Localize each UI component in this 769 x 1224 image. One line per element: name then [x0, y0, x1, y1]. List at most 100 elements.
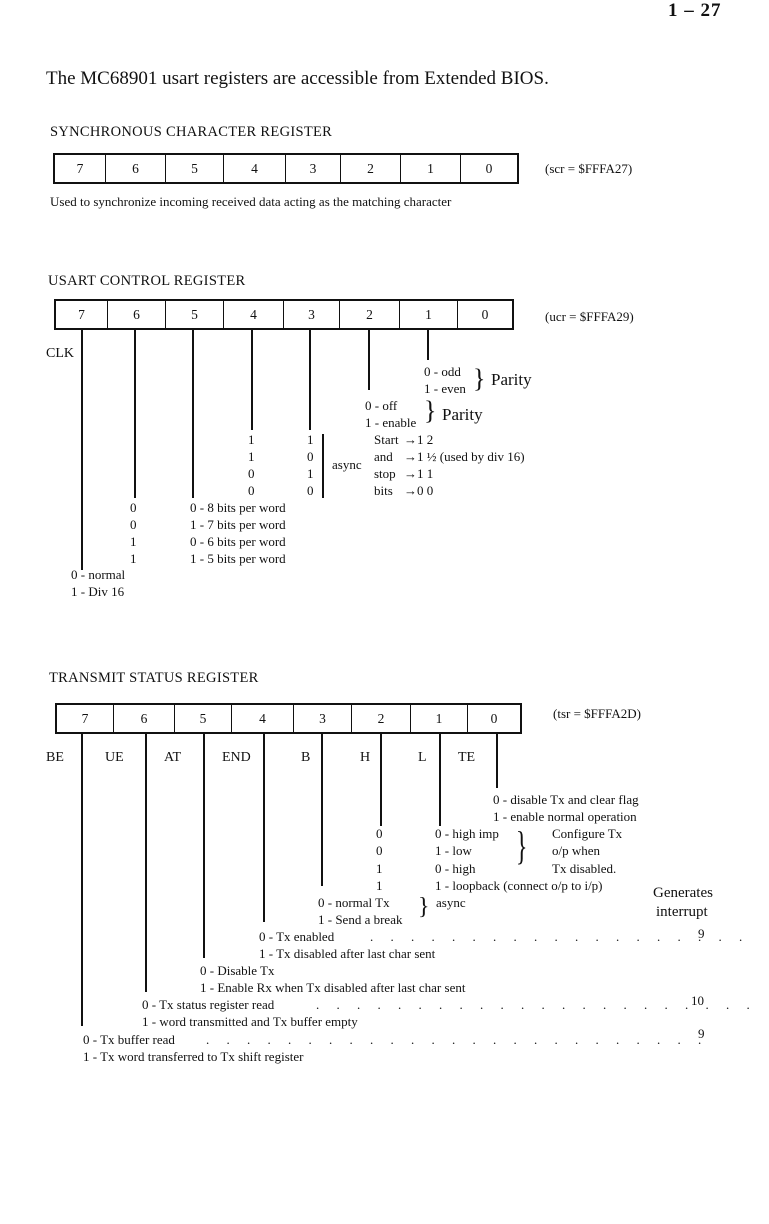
ucr-stop-word-0: Start	[374, 432, 399, 447]
tsr-end-dots: . . . . . . . . . . . . . . . . . . .	[370, 929, 750, 944]
ucr-address: (ucr = $FFFA29)	[545, 309, 634, 324]
tsr-h-2: 1	[376, 861, 383, 876]
ucr-enable-brace: }	[424, 396, 437, 425]
ucr-b3-0: 1	[307, 432, 314, 447]
tsr-bit-0: 0	[490, 710, 498, 726]
scr-bit-5: 5	[166, 155, 224, 182]
ucr-bit-6: 6	[108, 301, 166, 328]
tsr-generates: Generates	[653, 885, 713, 901]
tsr-int-ue: 10	[691, 993, 704, 1008]
tsr-address: (tsr = $FFFA2D)	[553, 706, 641, 721]
tsr-at-0: 0 - Disable Tx	[200, 963, 275, 978]
scr-note: Used to synchronize incoming received da…	[50, 194, 452, 209]
ucr-bit-0: 0	[481, 306, 489, 322]
ucr-leader-bit7	[81, 330, 83, 570]
tsr-label-h: H	[360, 750, 371, 765]
tsr-hl-row-0: 0 - high imp	[435, 826, 499, 841]
ucr-parity-odd: 0 - odd	[424, 364, 461, 379]
tsr-end-1: 1 - Tx disabled after last char sent	[259, 946, 436, 961]
tsr-h-0: 0	[376, 826, 383, 841]
ucr-stop-value-2: →1 1	[404, 466, 434, 481]
ucr-parity-label-2: Parity	[442, 405, 483, 424]
scr-bit-6: 6	[106, 155, 166, 182]
ucr-leader-bit4	[251, 330, 253, 430]
tsr-title: TRANSMIT STATUS REGISTER	[49, 670, 259, 686]
ucr-leader-bit6	[134, 330, 136, 498]
scr-bit-1: 1	[401, 155, 461, 182]
ucr-parity-label-1: Parity	[491, 370, 532, 389]
tsr-be-dots: . . . . . . . . . . . . . . . . . . . . …	[206, 1032, 709, 1047]
scr-bit-2: 2	[341, 155, 401, 182]
tsr-be-0: 0 - Tx buffer read	[83, 1032, 175, 1047]
tsr-at-1: 1 - Enable Rx when Tx disabled after las…	[200, 980, 466, 995]
ucr-bit-1: 1	[400, 301, 458, 328]
ucr-async-label: async	[332, 457, 362, 472]
tsr-configure-0: Configure Tx	[552, 826, 623, 841]
ucr-bit-7: 7	[56, 301, 108, 328]
tsr-label-b: B	[301, 750, 311, 765]
tsr-label-ue: UE	[105, 750, 124, 765]
ucr-stop-word-2: stop	[374, 466, 396, 481]
tsr-configure-brace: }	[515, 823, 528, 868]
tsr-bit-1: 1	[411, 705, 468, 732]
tsr-h-1: 0	[376, 843, 383, 858]
tsr-label-te: TE	[458, 750, 476, 765]
tsr-bit-5: 5	[175, 705, 232, 732]
tsr-ue-0: 0 - Tx status register read	[142, 997, 275, 1012]
ucr-stop-word-1: and	[374, 449, 393, 464]
ucr-b4-2: 0	[248, 466, 255, 481]
page-number: 1 – 27	[668, 0, 722, 21]
tsr-leader-bit4	[263, 734, 265, 922]
ucr-b3-2: 1	[307, 466, 314, 481]
ucr-clk-div16: 1 - Div 16	[71, 584, 125, 599]
ucr-leader-bit2	[368, 330, 370, 390]
tsr-bit-6: 6	[114, 705, 175, 732]
tsr-te-1: 1 - enable normal operation	[493, 809, 637, 824]
ucr-b4-0: 1	[248, 432, 255, 447]
ucr-leader-bit5	[192, 330, 194, 498]
ucr-clk-label: CLK	[46, 346, 74, 361]
ucr-parity-off: 0 - off	[365, 398, 398, 413]
scr-bit-4: 4	[224, 155, 286, 182]
scr-title: SYNCHRONOUS CHARACTER REGISTER	[50, 124, 333, 140]
ucr-wl-b6-0: 0	[130, 500, 137, 515]
tsr-bit-3: 3	[294, 705, 352, 732]
scr-bit-7: 7	[55, 155, 106, 182]
tsr-ue-dots: . . . . . . . . . . . . . . . . . . . . …	[316, 997, 757, 1012]
ucr-wl-b6-3: 1	[130, 551, 137, 566]
tsr-label-be: BE	[46, 750, 64, 765]
tsr-h-3: 1	[376, 878, 383, 893]
tsr-label-at: AT	[164, 750, 182, 765]
ucr-async-bar	[322, 434, 324, 498]
ucr-bit-5: 5	[166, 301, 224, 328]
tsr-bit-2: 2	[352, 705, 411, 732]
ucr-bit-4: 4	[224, 301, 284, 328]
tsr-ue-1: 1 - word transmitted and Tx buffer empty	[142, 1014, 358, 1029]
ucr-parity-enable: 1 - enable	[365, 415, 417, 430]
tsr-configure-1: o/p when	[552, 843, 601, 858]
tsr-label-l: L	[418, 750, 427, 765]
tsr-hl-row-2: 0 - high	[435, 861, 476, 876]
ucr-stop-word-3: bits	[374, 483, 393, 498]
tsr-configure-2: Tx disabled.	[552, 861, 617, 876]
ucr-stop-value-3: →0 0	[404, 483, 434, 498]
tsr-leader-bit7	[81, 734, 83, 1026]
tsr-leader-bit3	[321, 734, 323, 886]
ucr-leader-bit3	[309, 330, 311, 430]
tsr-leader-bit6	[145, 734, 147, 992]
ucr-b3-1: 0	[307, 449, 314, 464]
ucr-b4-1: 1	[248, 449, 255, 464]
scr-bit-3: 3	[286, 155, 341, 182]
ucr-title: USART CONTROL REGISTER	[48, 273, 246, 289]
ucr-parity-brace: }	[473, 364, 486, 393]
ucr-b4-3: 0	[248, 483, 255, 498]
tsr-hl-row-1: 1 - low	[435, 843, 472, 858]
tsr-int-be: 9	[698, 1026, 705, 1041]
tsr-b-1: 1 - Send a break	[318, 912, 403, 927]
tsr-b-brace: }	[418, 894, 430, 920]
tsr-leader-bit5	[203, 734, 205, 958]
tsr-leader-bit1	[439, 734, 441, 826]
tsr-leader-bit2	[380, 734, 382, 826]
scr-register: 7 6 5 4 3 2 1 0	[53, 153, 519, 184]
ucr-wl-row-1: 1 - 7 bits per word	[190, 517, 286, 532]
